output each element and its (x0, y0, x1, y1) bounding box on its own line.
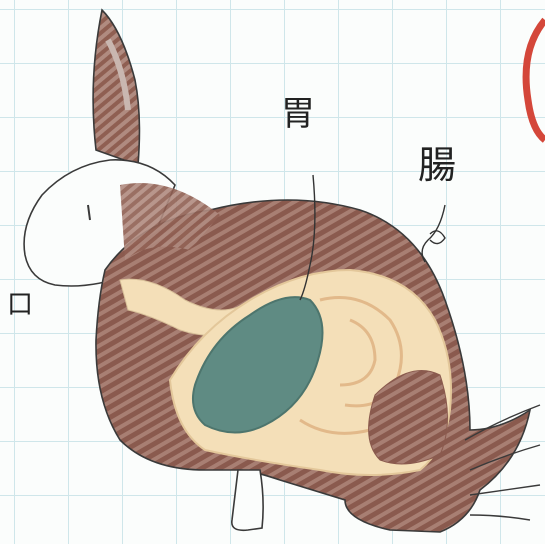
rabbit-ear (93, 10, 139, 165)
mouth-label: 口 (7, 292, 33, 318)
corner-mark (526, 20, 545, 140)
intestine-label: 腸 (418, 146, 456, 184)
front-leg (232, 470, 263, 530)
stomach-label: 胃 (281, 97, 315, 131)
